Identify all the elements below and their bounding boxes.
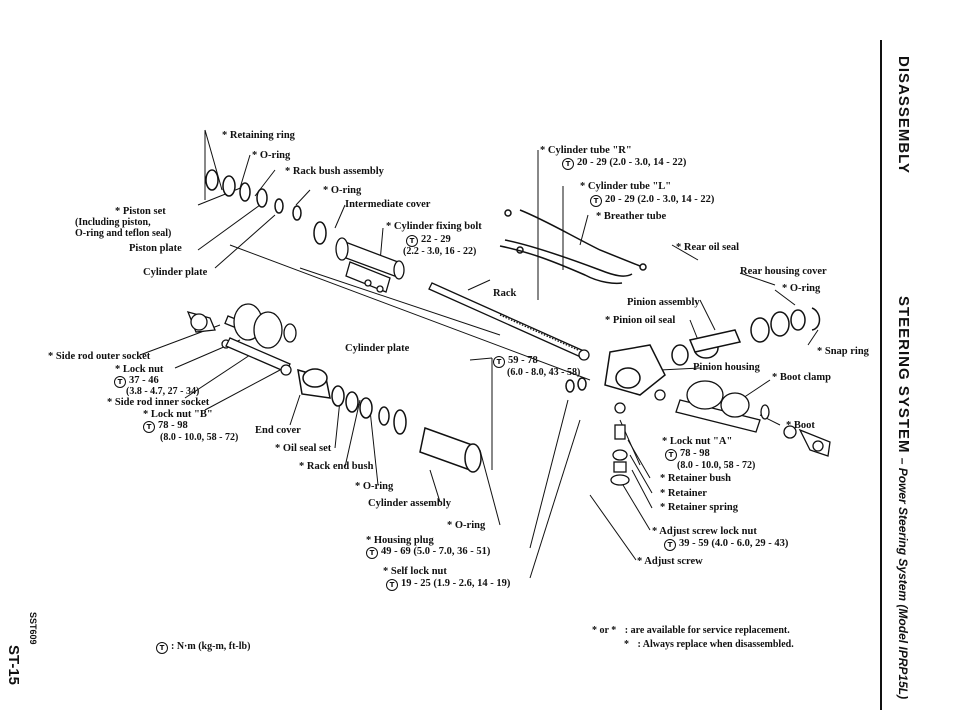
label-end-cover: End cover	[255, 425, 301, 436]
torque-value: 20 - 29 (2.0 - 3.0, 14 - 22)	[605, 194, 715, 205]
label-piston-set-detail-1: (Including piston,	[75, 217, 151, 228]
label-side-rod-inner-socket: * Side rod inner socket	[107, 397, 210, 408]
torque-value: 37 - 46	[129, 375, 159, 386]
label-housing-plug: * Housing plug	[366, 535, 434, 546]
label-self-lock-nut: * Self lock nut	[383, 566, 447, 577]
torque-value: 39 - 59 (4.0 - 6.0, 29 - 43)	[679, 538, 789, 549]
torque-lock-nut-a-alt: (8.0 - 10.0, 58 - 72)	[677, 460, 756, 471]
label-o-ring-1: * O-ring	[252, 150, 291, 161]
legend-torque-unit: T: N·m (kg-m, ft-lb)	[156, 640, 250, 654]
label-rear-oil-seal: * Rear oil seal	[676, 242, 740, 253]
label-retainer-bush: * Retainer bush	[660, 473, 731, 484]
torque-icon: T	[664, 539, 676, 551]
label-rack: Rack	[493, 288, 517, 299]
label-snap-ring: * Snap ring	[817, 346, 869, 357]
label-o-ring-5: * O-ring	[447, 520, 486, 531]
label-cylinder-fixing-bolt: * Cylinder fixing bolt	[386, 221, 482, 232]
torque-value: 78 - 98	[158, 420, 188, 431]
torque-icon: T	[114, 376, 126, 388]
label-cylinder-plate-upper: Cylinder plate	[143, 267, 208, 278]
torque-lock-nut-b-alt: (8.0 - 10.0, 58 - 72)	[160, 432, 239, 443]
torque-value: 49 - 69 (5.0 - 7.0, 36 - 51)	[381, 546, 491, 557]
label-piston-set-detail-2: O-ring and teflon seal)	[75, 228, 172, 239]
torque-icon: T	[366, 547, 378, 559]
page-header-title: STEERING SYSTEM – Power Steering System …	[895, 296, 912, 699]
torque-icon: T	[386, 579, 398, 591]
label-rack-bush-assembly: * Rack bush assembly	[285, 166, 384, 177]
label-adjust-screw-lock-nut: * Adjust screw lock nut	[652, 526, 757, 537]
legend-service-line2: * : Always replace when disassembled.	[624, 638, 794, 651]
page-number: ST-15	[5, 645, 22, 686]
label-cylinder-tube-l: * Cylinder tube "L"	[580, 181, 672, 192]
label-retaining-ring: * Retaining ring	[222, 130, 295, 141]
torque-icon: T	[590, 195, 602, 207]
label-cylinder-plate-lower: Cylinder plate	[345, 343, 410, 354]
label-o-ring-3: * O-ring	[782, 283, 821, 294]
label-piston-set: * Piston set	[115, 206, 166, 217]
label-side-rod-outer-socket: * Side rod outer socket	[48, 351, 151, 362]
torque-value: 20 - 29 (2.0 - 3.0, 14 - 22)	[577, 157, 687, 168]
label-intermediate-cover: Intermediate cover	[345, 199, 431, 210]
torque-cylinder-fixing-bolt-alt: (2.2 - 3.0, 16 - 22)	[403, 246, 477, 257]
page-header-sub: – Power Steering System (Model IPRP15L)	[896, 457, 910, 700]
header-rule	[880, 40, 882, 710]
label-boot-clamp: * Boot clamp	[772, 372, 831, 383]
label-cylinder-assembly: Cylinder assembly	[368, 498, 451, 509]
page-header-main: STEERING SYSTEM	[895, 296, 912, 454]
label-o-ring-4: * O-ring	[355, 481, 394, 492]
section-title-disassembly: DISASSEMBLY	[895, 56, 912, 174]
legend-torque-text: : N·m (kg-m, ft-lb)	[171, 641, 251, 652]
label-pinion-oil-seal: * Pinion oil seal	[605, 315, 676, 326]
torque-icon: T	[143, 421, 155, 433]
label-pinion-housing: Pinion housing	[693, 362, 760, 373]
label-o-ring-2: * O-ring	[323, 185, 362, 196]
torque-value: 19 - 25 (1.9 - 2.6, 14 - 19)	[401, 578, 511, 589]
torque-lock-nut-alt: (3.8 - 4.7, 27 - 34)	[126, 386, 200, 397]
torque-icon: T	[493, 356, 505, 368]
torque-value: 22 - 29	[421, 234, 451, 245]
label-rack-end-bush: * Rack end bush	[299, 461, 374, 472]
torque-value: 78 - 98	[680, 448, 710, 459]
label-oil-seal-set: * Oil seal set	[275, 443, 332, 454]
torque-icon: T	[156, 642, 168, 654]
label-rear-housing-cover: Rear housing cover	[740, 266, 827, 277]
label-retainer: * Retainer	[660, 488, 707, 499]
label-boot: * Boot	[786, 420, 815, 431]
label-lock-nut: * Lock nut	[115, 364, 164, 375]
label-lock-nut-a: * Lock nut "A"	[662, 436, 733, 447]
legend-service-line1: * or * : are available for service repla…	[592, 624, 790, 637]
label-piston-plate: Piston plate	[129, 243, 182, 254]
torque-icon: T	[562, 158, 574, 170]
legend-text-1: : are available for service replacement.	[624, 625, 790, 636]
torque-icon: T	[665, 449, 677, 461]
torque-59-78-alt: (6.0 - 8.0, 43 - 58)	[507, 367, 581, 378]
label-adjust-screw: * Adjust screw	[637, 556, 703, 567]
torque-icon: T	[406, 235, 418, 247]
legend-text-2: : Always replace when disassembled.	[637, 639, 794, 650]
legend-symbol-2: *	[624, 639, 629, 650]
doc-code: SST609	[28, 612, 38, 645]
label-breather-tube: * Breather tube	[596, 211, 667, 222]
label-cylinder-tube-r: * Cylinder tube "R"	[540, 145, 632, 156]
label-lock-nut-b: * Lock nut "B"	[143, 409, 213, 420]
torque-value: 59 - 78	[508, 355, 538, 366]
label-retainer-spring: * Retainer spring	[660, 502, 738, 513]
label-pinion-assembly: Pinion assembly	[627, 297, 700, 308]
legend-symbol-1: * or *	[592, 625, 617, 636]
